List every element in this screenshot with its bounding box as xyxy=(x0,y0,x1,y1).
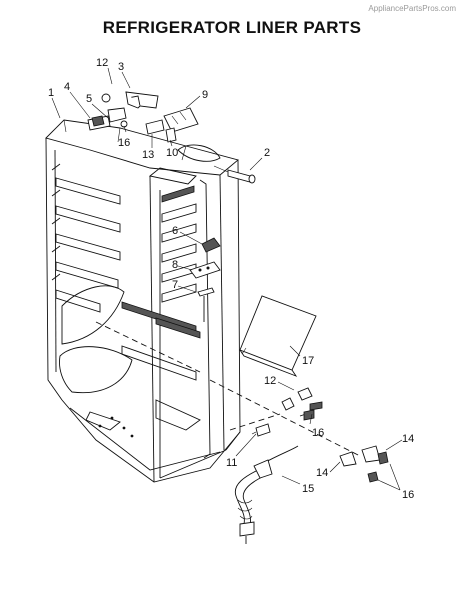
callout-9: 9 xyxy=(202,89,208,101)
callout-10: 10 xyxy=(166,147,178,159)
assembly-lines xyxy=(95,321,361,457)
top-components xyxy=(87,91,199,143)
callout-2: 2 xyxy=(264,147,270,159)
callout-16-top: 16 xyxy=(118,137,130,149)
callout-12-top: 12 xyxy=(96,57,108,69)
callout-12-lower: 12 xyxy=(264,375,276,387)
callout-4: 4 xyxy=(64,81,70,93)
part-17-cover xyxy=(239,295,317,377)
liner-assembly xyxy=(45,119,241,483)
callout-3: 3 xyxy=(118,61,124,73)
lower-hardware xyxy=(281,387,389,483)
callout-14-right: 14 xyxy=(402,433,414,445)
callout-8: 8 xyxy=(172,259,178,271)
part-2-cap xyxy=(213,165,256,184)
callout-16-right: 16 xyxy=(402,489,414,501)
callout-16-mid: 16 xyxy=(312,427,324,439)
callout-14-left: 14 xyxy=(316,467,328,479)
watermark: AppliancePartsPros.com xyxy=(368,4,456,13)
page-title: REFRIGERATOR LINER PARTS xyxy=(102,18,362,37)
callout-7: 7 xyxy=(172,279,178,291)
parts-6-7-8 xyxy=(189,237,221,322)
callout-1: 1 xyxy=(48,87,54,99)
callout-5: 5 xyxy=(86,93,92,105)
callout-11: 11 xyxy=(226,457,237,469)
callout-13: 13 xyxy=(142,149,154,161)
callout-17: 17 xyxy=(302,355,314,367)
callout-6: 6 xyxy=(172,225,178,237)
part-15-hose xyxy=(234,445,299,544)
callout-15: 15 xyxy=(302,483,314,495)
part-11 xyxy=(251,423,271,437)
leader-lines xyxy=(51,67,403,491)
